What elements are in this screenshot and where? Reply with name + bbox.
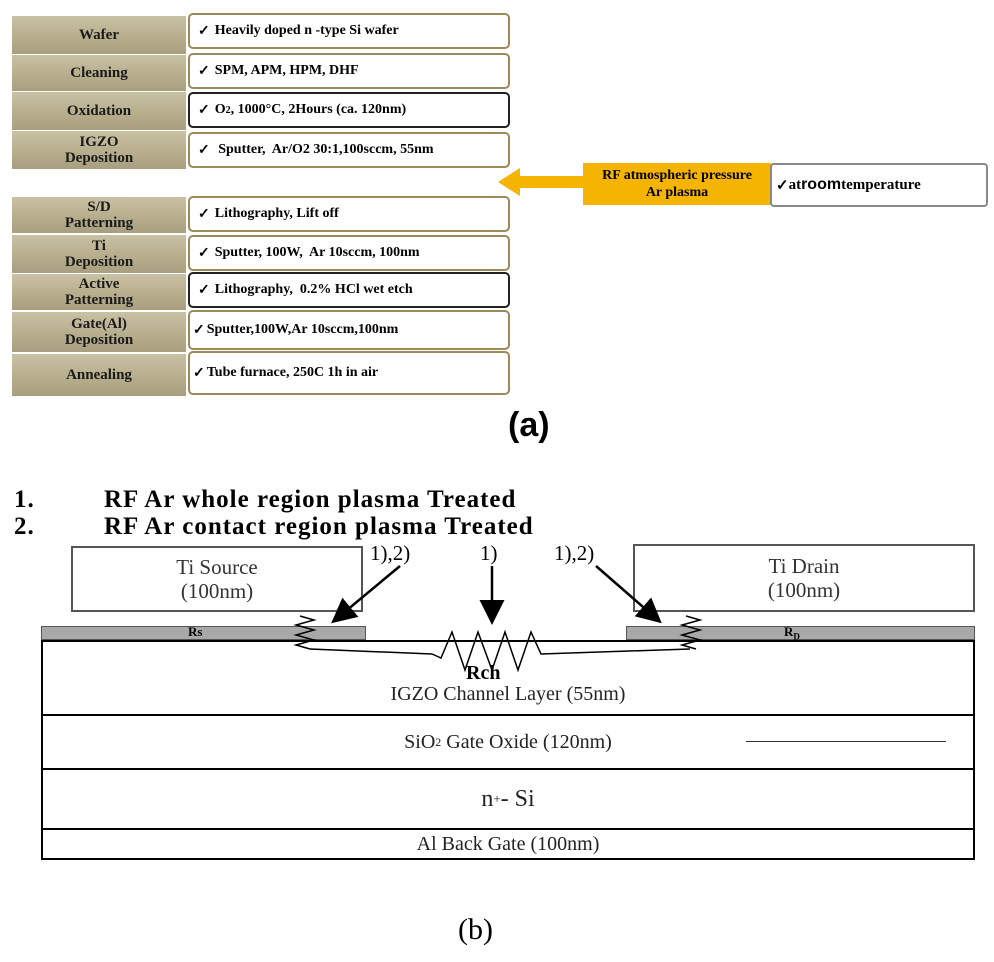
check-icon: ✓ <box>193 365 205 381</box>
caption-b: (b) <box>458 913 493 946</box>
treatment-item-2: 2.RF Ar contact region plasma Treated <box>14 513 534 540</box>
step-label-oxidation: Oxidation <box>12 92 186 131</box>
step-detail-sd-patterning: ✓Lithography, Lift off <box>188 196 510 232</box>
room-temperature-box: ✓at room temperature <box>770 163 988 207</box>
arrow-label-right: 1),2) <box>554 541 595 565</box>
step-label-gate-deposition: Gate(Al)Deposition <box>12 312 186 353</box>
igzo-channel-layer: IGZO Channel Layer (55nm) <box>41 640 975 716</box>
left-arrow-icon <box>498 168 588 196</box>
arrow-label-left: 1),2) <box>370 541 411 565</box>
step-detail-igzo-deposition: ✓ Sputter, Ar/O2 30:1,100sccm, 55nm <box>188 132 510 168</box>
check-icon: ✓ <box>193 322 205 338</box>
step-label-wafer: Wafer <box>12 16 186 55</box>
check-icon: ✓ <box>198 245 210 261</box>
step-detail-annealing: ✓Tube furnace, 250C 1h in air <box>188 351 510 395</box>
plasma-label-line1: RF atmospheric pressure <box>602 168 752 183</box>
ti-source-electrode: Ti Source(100nm) <box>71 546 363 612</box>
rs-resistor-icon <box>293 615 317 650</box>
step-label-cleaning: Cleaning <box>12 55 186 92</box>
step-detail-gate-deposition: ✓Sputter,100W,Ar 10sccm,100nm <box>188 310 510 350</box>
treatment-item-1: 1.RF Ar whole region plasma Treated <box>14 486 517 513</box>
caption-a: (a) <box>508 406 550 444</box>
rch-label: Rch <box>466 662 501 684</box>
rd-label: RD <box>784 624 800 642</box>
ti-drain-electrode: Ti Drain(100nm) <box>633 544 975 612</box>
rd-resistor-icon <box>679 615 703 650</box>
check-icon: ✓ <box>198 23 210 39</box>
arrow-left-icon <box>331 565 401 624</box>
check-icon: ✓ <box>776 177 789 194</box>
step-detail-wafer: ✓Heavily doped n -type Si wafer <box>188 13 510 49</box>
al-back-gate-layer: Al Back Gate (100nm) <box>41 830 975 860</box>
check-icon: ✓ <box>198 206 210 222</box>
arrow-right-icon <box>595 565 662 624</box>
check-icon: ✓ <box>198 63 210 79</box>
rs-label: Rs <box>188 624 203 639</box>
step-detail-cleaning: ✓SPM, APM, HPM, DHF <box>188 53 510 89</box>
arrow-label-middle: 1) <box>480 541 498 565</box>
oxide-line-mark <box>746 741 946 742</box>
source-contact-strip <box>41 626 366 640</box>
rch-resistor-icon <box>309 629 691 673</box>
drain-contact-strip <box>626 626 975 640</box>
plasma-label-line2: Ar plasma <box>645 185 709 200</box>
step-label-annealing: Annealing <box>12 354 186 397</box>
plasma-treatment-box: RF atmospheric pressure Ar plasma <box>583 163 771 205</box>
check-icon: ✓ <box>198 102 210 118</box>
check-icon: ✓ <box>198 282 210 298</box>
step-detail-active-patterning: ✓Lithography, 0.2% HCl wet etch <box>188 272 510 308</box>
n-si-substrate-layer: n+- Si <box>41 770 975 830</box>
check-icon: ✓ <box>198 142 210 158</box>
step-detail-ti-deposition: ✓Sputter, 100W, Ar 10sccm, 100nm <box>188 235 510 271</box>
